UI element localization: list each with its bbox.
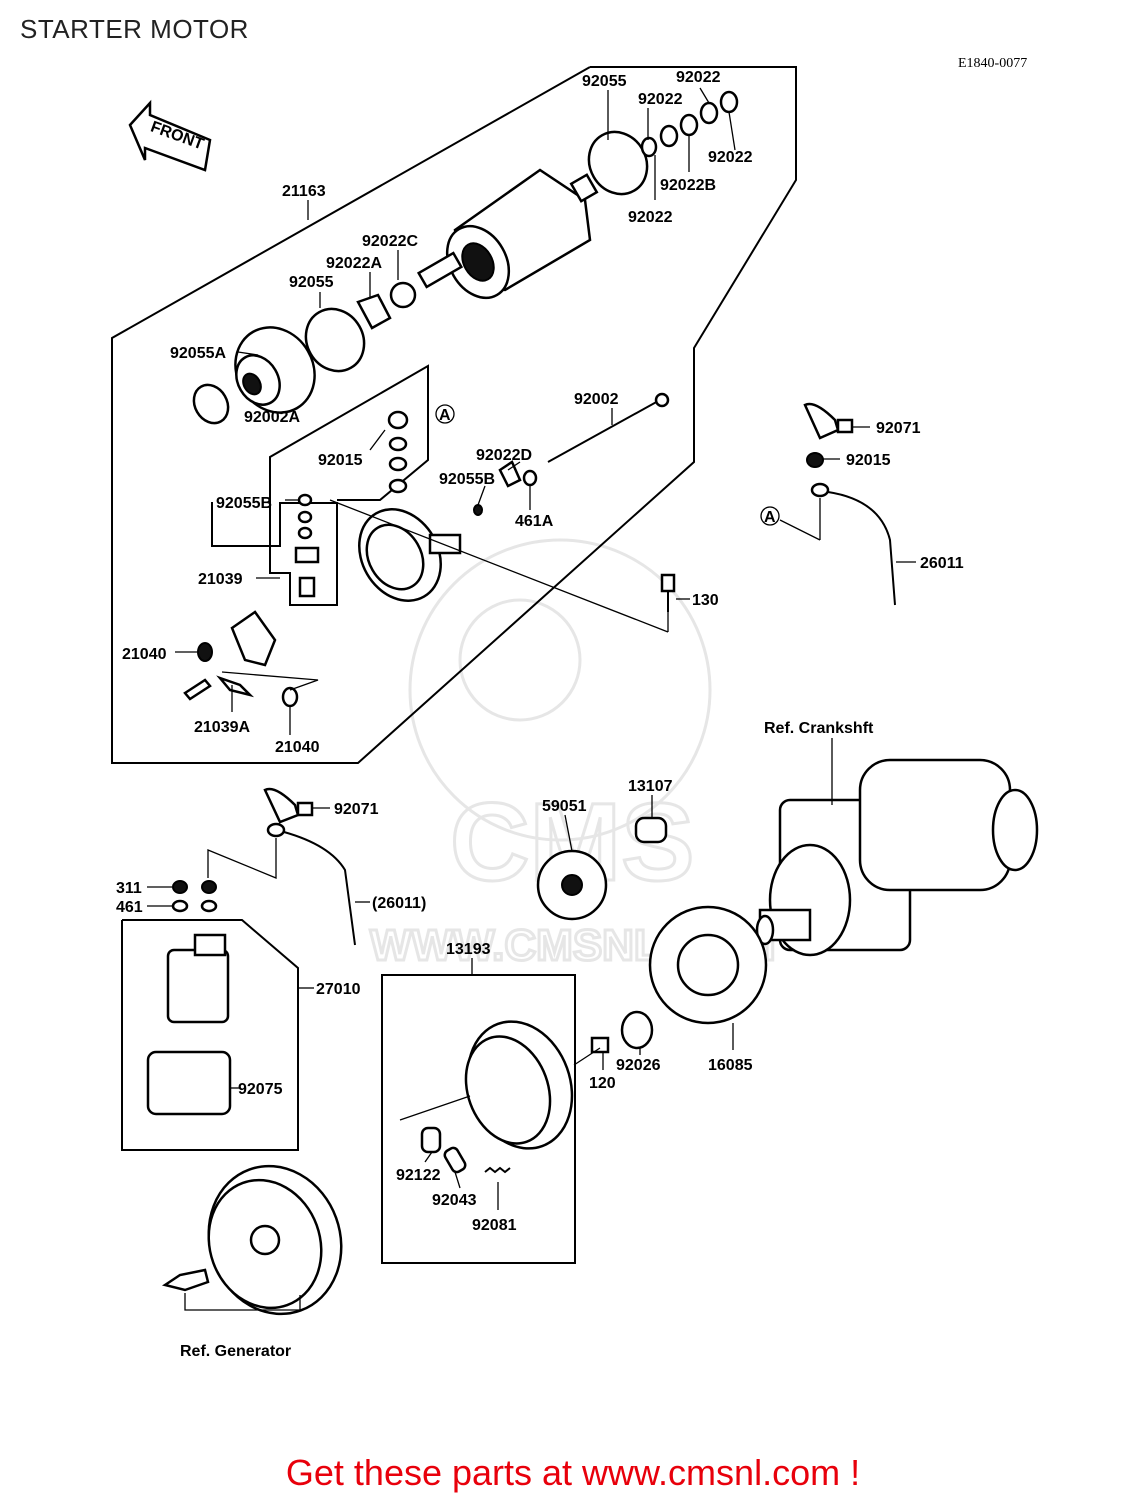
cmsnl-link[interactable]: Get these parts at www.cmsnl.com ! <box>285 1452 861 1493</box>
bolt-130 <box>660 573 676 593</box>
crankshaft <box>755 758 1039 957</box>
washer-92022C <box>389 281 417 309</box>
label-92071-left: 92071 <box>334 801 379 818</box>
label-92022B: 92022B <box>660 177 716 194</box>
label-92002A: 92002A <box>244 409 300 426</box>
label-92055-mid: 92055 <box>289 274 334 291</box>
label-92022-a: 92022 <box>676 69 721 86</box>
plate-92022A <box>356 293 392 330</box>
bolt-120 <box>590 1036 610 1054</box>
label-92022-c: 92022 <box>708 149 753 166</box>
starter-clutch <box>420 1020 574 1174</box>
starter-motor-body <box>416 168 599 300</box>
cable-26011 <box>779 402 896 606</box>
label-461A: 461A <box>515 513 554 530</box>
label-92071-right: 92071 <box>876 420 921 437</box>
washer-92022-2 <box>659 124 679 148</box>
label-120: 120 <box>589 1075 616 1092</box>
label-ref-generator: Ref. Generator <box>180 1343 291 1360</box>
nut-461A <box>522 469 538 487</box>
label-21039A: 21039A <box>194 719 250 736</box>
label-59051: 59051 <box>542 798 587 815</box>
o-ring-92055A <box>192 383 230 425</box>
front-arrow-icon: FRONT <box>128 99 212 172</box>
label-92022-b: 92022 <box>638 91 683 108</box>
svg-text:A: A <box>439 407 451 424</box>
washer-92022B <box>679 113 699 137</box>
washer-92022-1 <box>640 136 658 158</box>
label-92122: 92122 <box>396 1167 441 1184</box>
label-92015-right: 92015 <box>846 452 891 469</box>
washer-92026 <box>620 1010 654 1050</box>
label-130: 130 <box>692 592 719 609</box>
label-92081: 92081 <box>472 1217 517 1234</box>
yoke <box>358 508 462 602</box>
cable-26011-left <box>207 787 356 946</box>
label-92055B-right: 92055B <box>439 471 495 488</box>
label-92022A: 92022A <box>326 255 382 272</box>
label-92055B-left: 92055B <box>216 495 272 512</box>
label-16085: 16085 <box>708 1057 753 1074</box>
starter-clutch-outline <box>381 974 576 1264</box>
label-461: 461 <box>116 899 143 916</box>
relay-box-outline <box>121 919 299 1151</box>
label-21040-left: 21040 <box>122 646 167 663</box>
label-27010: 27010 <box>316 981 361 998</box>
generator-rotor <box>161 1164 343 1316</box>
label-21039: 21039 <box>198 571 243 588</box>
diagram-code: E1840-0077 <box>958 56 1028 71</box>
label-92015-upper: 92015 <box>318 452 363 469</box>
starter-relay <box>166 933 230 1024</box>
label-92002: 92002 <box>574 391 619 408</box>
label-13107: 13107 <box>628 778 673 795</box>
through-bolt-92002 <box>547 399 661 463</box>
label-13193: 13193 <box>446 941 491 958</box>
relay-cover-92075 <box>146 1050 232 1116</box>
label-92075: 92075 <box>238 1081 283 1098</box>
washer-92022-3 <box>699 101 719 125</box>
callout-marker-a-right: A <box>760 506 780 526</box>
label-92022D: 92022D <box>476 447 532 464</box>
page-title: STARTER MOTOR <box>20 14 249 44</box>
label-26011-paren: (26011) <box>372 895 426 912</box>
label-21040-bottom: 21040 <box>275 739 320 756</box>
label-311: 311 <box>116 880 142 897</box>
label-92055-top: 92055 <box>582 73 627 90</box>
callout-marker-a-top: A <box>435 404 455 424</box>
washer-92022-4 <box>719 90 739 114</box>
label-92043: 92043 <box>432 1192 477 1209</box>
label-ref-crankshaft: Ref. Crankshft <box>764 720 874 737</box>
washer-92022D <box>498 460 522 488</box>
label-92055A: 92055A <box>170 345 226 362</box>
starter-assembly-outline <box>111 66 797 764</box>
brush-plate <box>183 610 299 708</box>
label-26011: 26011 <box>920 555 964 572</box>
label-92022C: 92022C <box>362 233 418 250</box>
leader-lines <box>147 87 916 1210</box>
end-cover <box>234 326 316 414</box>
label-92026: 92026 <box>616 1057 661 1074</box>
pin-13107 <box>634 816 668 844</box>
label-92022-d: 92022 <box>628 209 673 226</box>
brush-holder-outline <box>211 364 429 606</box>
o-ring-92055B <box>473 504 483 516</box>
parts-diagram: CMS WWW.CMSNL.COM FRONT <box>111 66 1039 1360</box>
svg-text:A: A <box>764 509 776 526</box>
label-21163: 21163 <box>282 183 326 200</box>
